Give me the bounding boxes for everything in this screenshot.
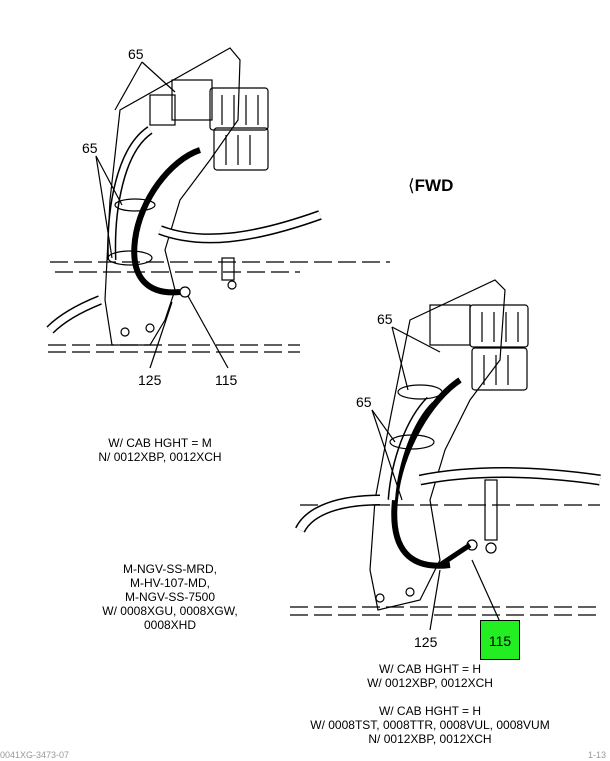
callout-125-top: 125 [138, 372, 162, 388]
note-top-view: W/ CAB HGHT = M N/ 0012XBP, 0012XCH [60, 436, 260, 464]
bottom-assembly [290, 279, 601, 631]
footer-code: 0041XG-3473-07 [0, 750, 70, 760]
note-line: W/ 0012XBP, 0012XCH [367, 676, 493, 690]
note-bottom-view-2: W/ CAB HGHT = H W/ 0008TST, 0008TTR, 000… [280, 704, 580, 746]
forward-indicator: ⟨FWD [408, 176, 453, 196]
note-line: W/ CAB HGHT = H [378, 704, 482, 718]
callout-125-bottom: 125 [414, 634, 438, 650]
note-line: M-NGV-SS-MRD, [123, 562, 217, 576]
top-assembly [46, 47, 390, 369]
note-line: N/ 0012XBP, 0012XCH [98, 450, 222, 464]
callout-115-highlight: 115 [480, 620, 520, 660]
note-line: 0008XHD [143, 618, 197, 632]
note-line: W/ CAB HGHT = M [108, 436, 212, 450]
callout-65-top-a: 65 [128, 46, 144, 62]
callout-65-bottom-b: 65 [356, 394, 372, 410]
note-line: W/ 0008XGU, 0008XGW, [102, 604, 238, 618]
note-line: M-HV-107-MD, [129, 576, 210, 590]
note-models: M-NGV-SS-MRD, M-HV-107-MD, M-NGV-SS-7500… [70, 562, 270, 632]
note-line: W/ 0008TST, 0008TTR, 0008VUL, 0008VUM [310, 718, 550, 732]
callout-65-bottom-a: 65 [377, 311, 393, 327]
note-line: M-NGV-SS-7500 [124, 590, 216, 604]
footer-page: 1-13 [587, 750, 606, 760]
forward-label: FWD [414, 176, 454, 195]
note-line: W/ CAB HGHT = H [378, 662, 482, 676]
callout-65-top-b: 65 [82, 140, 98, 156]
note-bottom-view: W/ CAB HGHT = H W/ 0012XBP, 0012XCH [330, 662, 530, 690]
note-line: N/ 0012XBP, 0012XCH [368, 732, 492, 746]
callout-115-top: 115 [215, 372, 238, 388]
forward-arrow-icon: ⟨ [408, 176, 415, 195]
